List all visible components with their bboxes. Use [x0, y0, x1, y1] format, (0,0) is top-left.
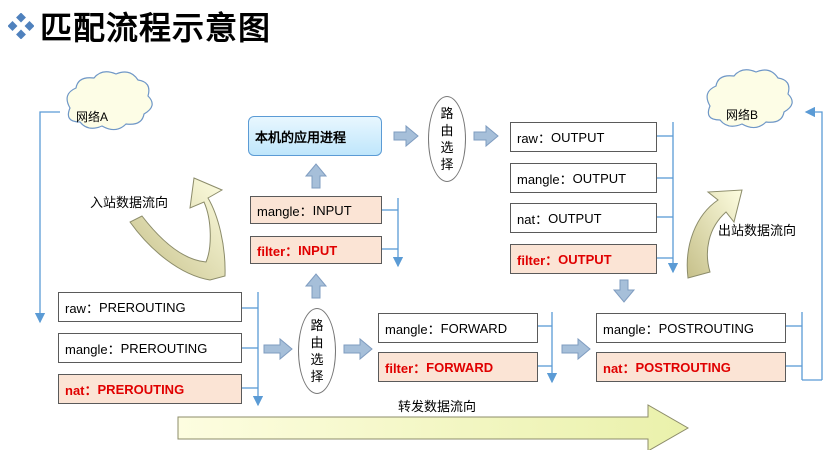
chain-name: INPUT: [298, 242, 338, 258]
chain-mangle-output: mangle：OUTPUT: [510, 163, 657, 193]
cloud-right-shape: [706, 69, 793, 129]
arrow-process-to-route-top: [393, 124, 419, 148]
local-process-box: 本机的应用进程: [248, 116, 382, 156]
chain-prefix: nat：: [603, 360, 636, 376]
chain-name: INPUT: [312, 202, 352, 218]
chain-prefix: mangle：: [65, 341, 121, 357]
outbound-flow-label: 出站数据流向: [718, 223, 797, 238]
chain-nat-prerouting: nat：PREROUTING: [58, 374, 242, 404]
chain-prefix: mangle：: [603, 321, 659, 337]
chain-filter-output: filter：OUTPUT: [510, 244, 657, 274]
chain-prefix: mangle：: [517, 171, 573, 187]
route-char: 择: [440, 157, 454, 172]
chain-prefix: nat：: [517, 211, 549, 227]
outbound-curve-arrow: [686, 189, 743, 279]
chain-name: OUTPUT: [548, 210, 602, 226]
chain-mangle-prerouting: mangle：PREROUTING: [58, 333, 242, 363]
cloud-a-label: 网络A: [76, 110, 109, 124]
chain-raw-prerouting: raw：PREROUTING: [58, 292, 242, 322]
chain-mangle-postrouting: mangle：POSTROUTING: [596, 313, 786, 343]
chain-mangle-input: mangle：INPUT: [250, 196, 382, 224]
outbound-line: [804, 106, 823, 380]
chain-name: OUTPUT: [550, 129, 605, 145]
cloud-left-shape: [66, 71, 153, 131]
forward-flow-arrow: [177, 404, 690, 450]
chain-name: OUTPUT: [558, 251, 612, 267]
chain-raw-output: raw：OUTPUT: [510, 122, 657, 152]
chain-mangle-forward: mangle：FORWARD: [378, 313, 538, 343]
chain-name: PREROUTING: [98, 299, 186, 315]
chain-name: FORWARD: [426, 359, 494, 375]
chain-filter-input: filter：INPUT: [250, 236, 382, 264]
chain-name: POSTROUTING: [635, 359, 731, 375]
route-decision-bottom: 路 由 选 择: [298, 308, 336, 394]
chain-prefix: raw：: [517, 130, 551, 146]
diamond-bullet-icon: [8, 13, 34, 39]
arrow-prerouting-to-route: [263, 337, 293, 361]
chain-filter-forward: filter：FORWARD: [378, 352, 538, 382]
chain-nat-output: nat：OUTPUT: [510, 203, 657, 233]
forward-flow-label: 转发数据流向: [398, 399, 477, 414]
chain-name: OUTPUT: [572, 170, 627, 186]
page-title: 匹配流程示意图: [40, 9, 272, 47]
chain-name: POSTROUTING: [658, 320, 754, 336]
route-decision-top: 路 由 选 择: [428, 96, 466, 182]
route-char: 选: [440, 140, 454, 155]
chain-prefix: mangle：: [257, 203, 313, 219]
arrow-forward-to-postrouting: [561, 337, 591, 361]
route-char: 选: [310, 352, 324, 367]
route-char: 由: [440, 123, 454, 138]
arrow-output-to-postrouting: [612, 279, 636, 303]
chain-name: PREROUTING: [97, 381, 185, 397]
arrow-route-to-input: [304, 273, 328, 299]
inbound-flow-label: 入站数据流向: [90, 195, 169, 210]
route-char: 由: [310, 335, 324, 350]
route-char: 路: [310, 318, 324, 333]
chain-prefix: filter：: [517, 252, 559, 268]
chain-prefix: nat：: [65, 382, 98, 398]
chain-prefix: filter：: [385, 360, 427, 376]
arrow-input-to-process: [304, 163, 328, 189]
chain-prefix: raw：: [65, 300, 99, 316]
inbound-line: [34, 111, 60, 324]
chain-nat-postrouting: nat：POSTROUTING: [596, 352, 786, 382]
chain-prefix: mangle：: [385, 321, 441, 337]
arrow-route-top-to-output: [473, 124, 499, 148]
arrow-route-to-forward: [343, 337, 373, 361]
inbound-curve-arrow: [129, 177, 226, 281]
chain-name: PREROUTING: [120, 340, 208, 356]
route-char: 路: [440, 106, 454, 121]
page-title-area: 匹配流程示意图: [8, 6, 272, 47]
route-char: 择: [310, 369, 324, 384]
chain-name: FORWARD: [440, 320, 508, 336]
chain-prefix: filter：: [257, 243, 299, 259]
cloud-b-label: 网络B: [726, 108, 759, 122]
